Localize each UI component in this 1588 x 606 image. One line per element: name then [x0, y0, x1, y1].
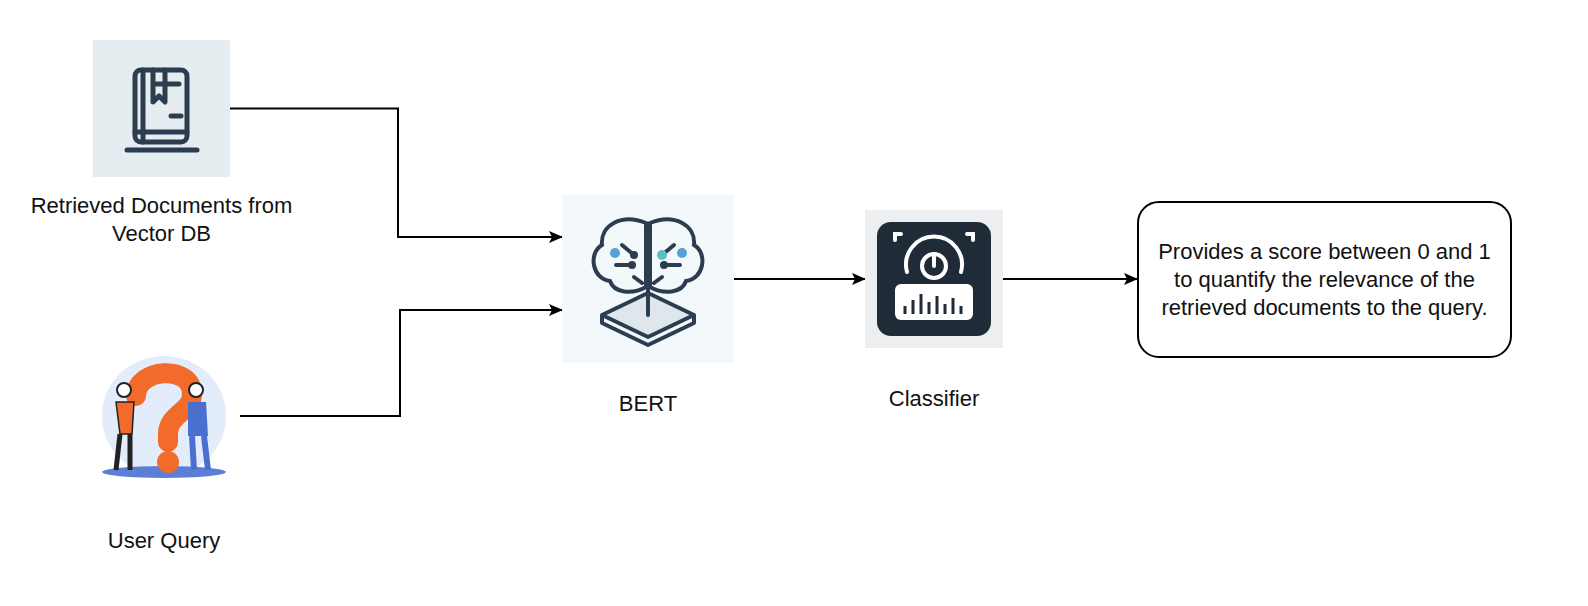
result-box: Provides a score between 0 and 1 to quan…	[1137, 201, 1512, 358]
icon-node: Retrieved Documents from Vector DB	[93, 40, 230, 177]
connector-arrow	[1003, 278, 1137, 280]
icon-node: BERT	[562, 195, 734, 363]
node-icon	[562, 195, 734, 363]
connector-arrow	[240, 310, 562, 416]
node-label: Classifier	[854, 385, 1014, 413]
icon-node: User Query	[88, 350, 240, 482]
node-icon	[865, 210, 1003, 348]
icon-node: Classifier	[865, 210, 1003, 348]
node-icon	[93, 40, 230, 177]
node-icon	[88, 350, 240, 482]
node-label: Retrieved Documents from Vector DB	[22, 192, 302, 248]
node-label: BERT	[568, 390, 728, 418]
connector-arrow	[734, 278, 865, 280]
box-text: Provides a score between 0 and 1 to quan…	[1149, 238, 1500, 322]
node-label: User Query	[64, 527, 264, 555]
